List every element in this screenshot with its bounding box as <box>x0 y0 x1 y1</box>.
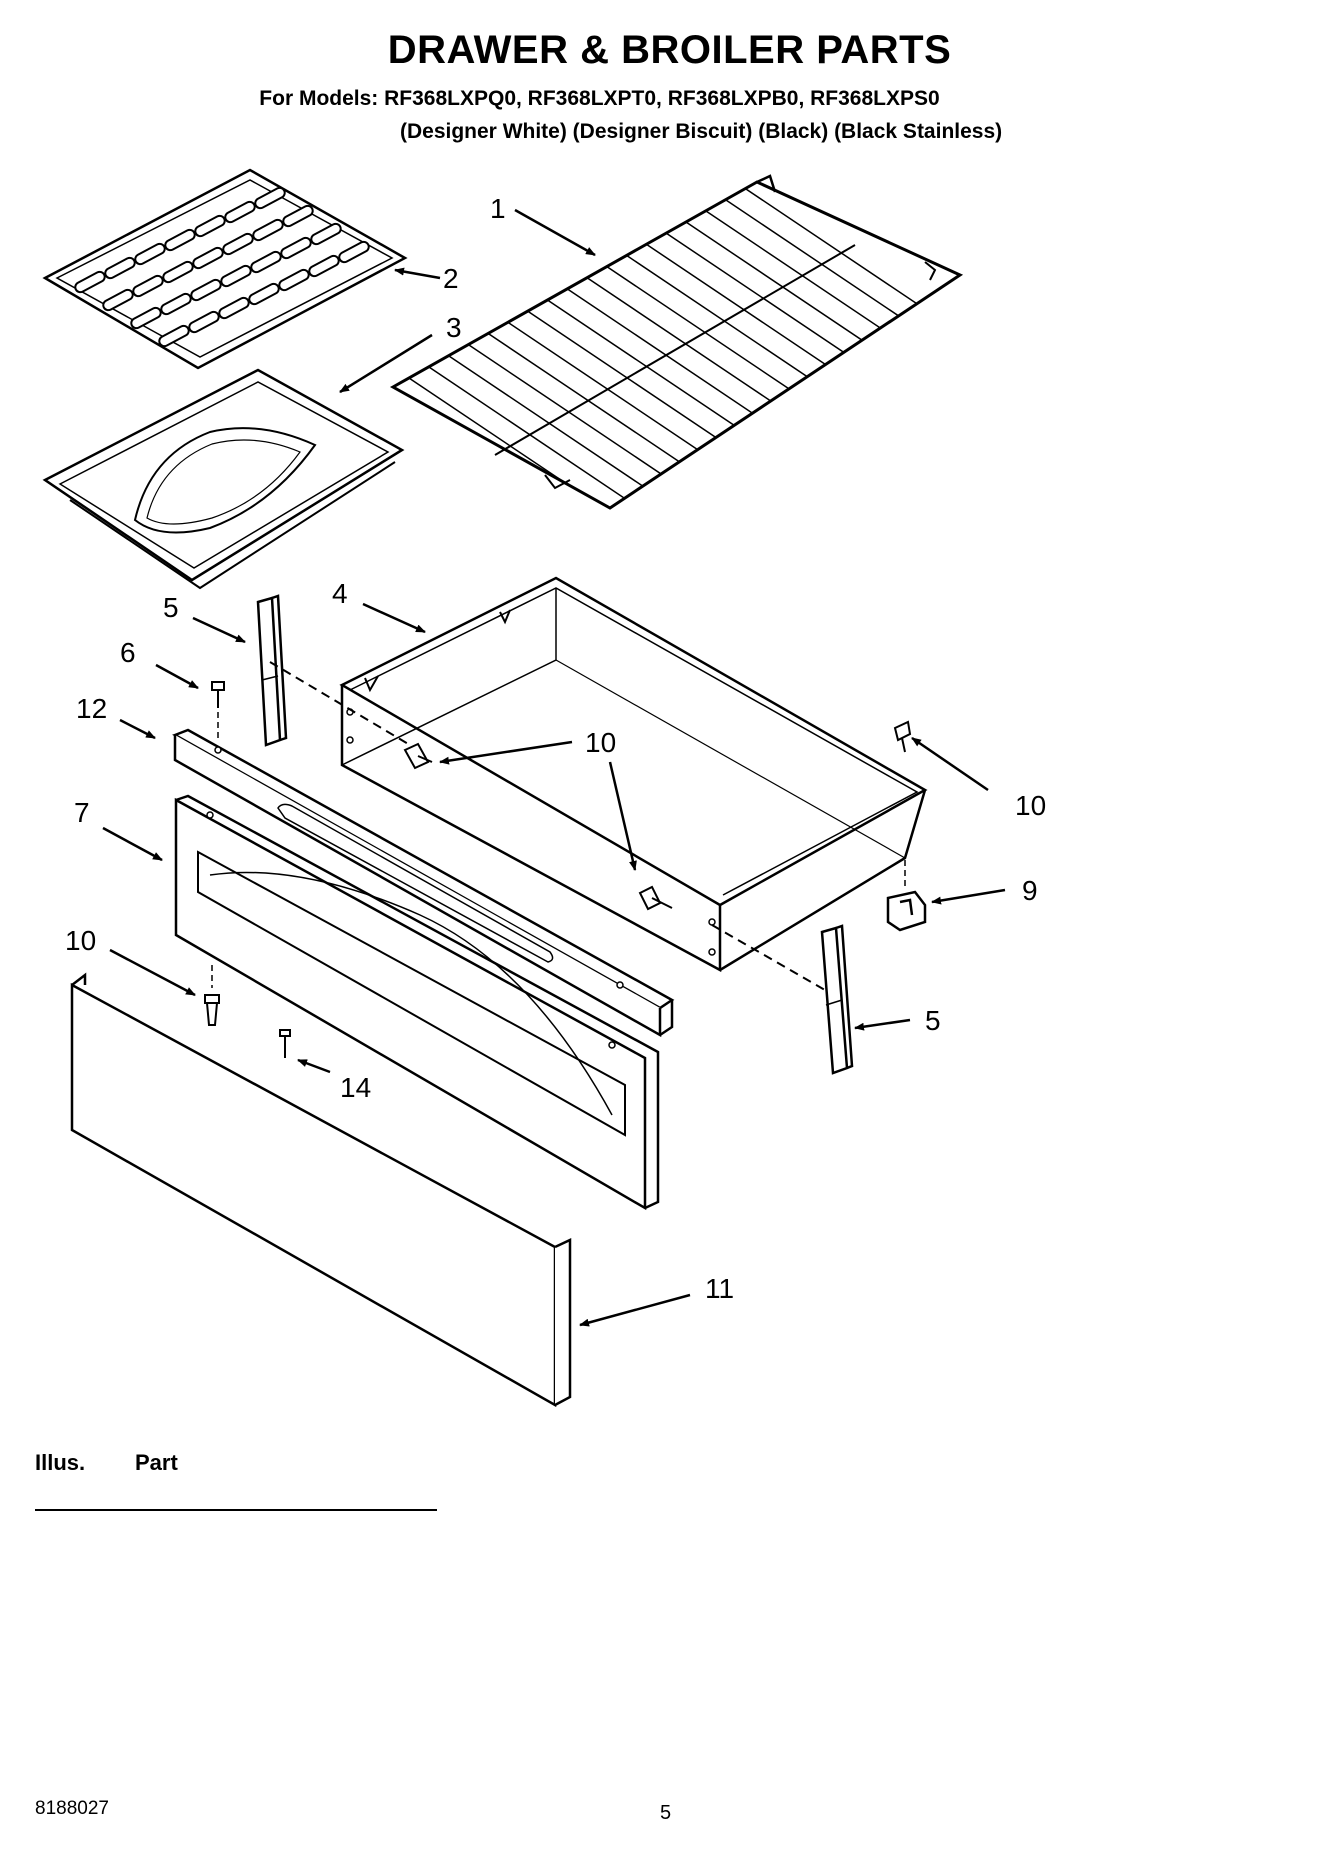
screw-10-drawer-bottom <box>638 885 673 911</box>
table-rule <box>35 1509 437 1511</box>
inner-front-panel <box>174 794 660 1211</box>
screw-10-drawer-left <box>403 742 433 770</box>
leader-10-drawer-right <box>911 736 989 792</box>
leader-12 <box>119 718 156 740</box>
slide-alignment-line <box>269 661 826 991</box>
document-number: 8188027 <box>35 1798 109 1819</box>
leader-5-left <box>192 616 246 644</box>
screw-10-drawer-right <box>893 720 912 753</box>
callout-4: 4 <box>332 578 348 609</box>
leader-7 <box>102 826 163 862</box>
screw-14 <box>279 1029 291 1058</box>
broiler-grid <box>42 168 408 370</box>
leader-10-drawer-left <box>439 740 573 765</box>
model-list: For Models: RF368LXPQ0, RF368LXPT0, RF36… <box>259 87 940 110</box>
callout-2: 2 <box>443 263 459 294</box>
leader-5-right <box>854 1018 911 1031</box>
leader-10-drawer-bottom <box>608 761 637 871</box>
callout-7: 7 <box>74 797 90 828</box>
callout-12: 12 <box>76 693 107 724</box>
oven-rack <box>389 174 964 510</box>
front-bracket <box>172 728 675 1038</box>
page-title: DRAWER & BROILER PARTS <box>387 28 952 72</box>
leader-6 <box>155 663 199 690</box>
screw-10-front <box>204 965 220 1026</box>
callout-14: 14 <box>340 1072 371 1103</box>
callout-1: 1 <box>490 193 506 224</box>
callout-5-left: 5 <box>163 592 179 623</box>
drawer-body <box>339 576 928 973</box>
callout-11: 11 <box>705 1273 734 1304</box>
leader-9 <box>931 888 1006 905</box>
callout-6: 6 <box>120 637 136 668</box>
callout-10-front: 10 <box>65 925 96 956</box>
leader-3 <box>339 333 433 394</box>
callout-10-drawer: 10 <box>585 727 616 758</box>
leader-lines <box>102 208 1006 1327</box>
leader-2 <box>394 267 441 280</box>
part-column-header: Part <box>135 1450 178 1475</box>
leader-14 <box>297 1058 331 1074</box>
broiler-pan <box>42 368 405 590</box>
callout-10-right: 10 <box>1015 790 1046 821</box>
callout-3: 3 <box>446 312 462 343</box>
callout-5-right: 5 <box>925 1005 941 1036</box>
drawer-slide-right <box>820 924 854 1075</box>
drawer-front-panel <box>70 972 572 1408</box>
drawer-clip <box>886 860 927 932</box>
model-variants: (Designer White) (Designer Biscuit) (Bla… <box>400 120 1003 143</box>
leader-1 <box>514 208 596 257</box>
screw-6 <box>211 681 225 742</box>
leader-10-front <box>109 948 196 997</box>
page-number: 5 <box>660 1802 672 1824</box>
callout-9: 9 <box>1022 875 1038 906</box>
leader-11 <box>579 1293 691 1327</box>
illus-column-header: Illus. <box>35 1450 86 1475</box>
leader-4 <box>362 602 426 634</box>
drawer-slide-left <box>256 594 288 747</box>
